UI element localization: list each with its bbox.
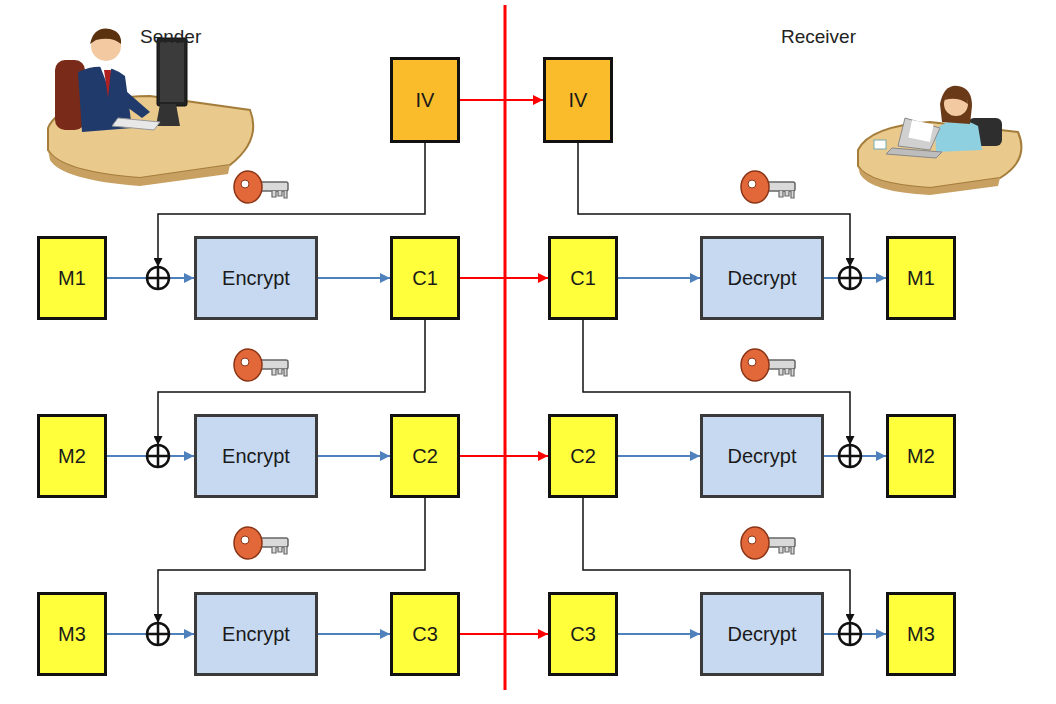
- connector-arrow: [618, 277, 700, 279]
- box-text: C3: [412, 623, 438, 646]
- key-icon: [741, 171, 795, 203]
- data-block: M2: [37, 414, 107, 498]
- box-text: C3: [570, 623, 596, 646]
- key-icon: [234, 349, 288, 381]
- xor-symbol: [839, 623, 861, 645]
- connector-arrow: [460, 99, 543, 101]
- key-icon: [234, 527, 288, 559]
- box-text: Encrypt: [222, 445, 290, 468]
- receiver-figure: [858, 86, 1021, 195]
- connector-arrow: [618, 455, 700, 457]
- cipher-box: Encrypt: [194, 236, 318, 320]
- channel-line: [504, 5, 507, 690]
- connector-arrow: [318, 277, 390, 279]
- xor-symbol: [147, 445, 169, 467]
- box-text: C1: [570, 267, 596, 290]
- box-text: Decrypt: [728, 445, 797, 468]
- data-block: C3: [390, 592, 460, 676]
- cipher-box: Decrypt: [700, 236, 824, 320]
- box-text: IV: [416, 89, 435, 112]
- connector-arrow: [460, 277, 548, 279]
- xor-symbol: [147, 623, 169, 645]
- cipher-box: Encrypt: [194, 414, 318, 498]
- box-text: Encrypt: [222, 623, 290, 646]
- box-text: Encrypt: [222, 267, 290, 290]
- iv-box: IV: [543, 57, 613, 143]
- key-icon: [741, 349, 795, 381]
- box-text: C1: [412, 267, 438, 290]
- data-block: M3: [886, 592, 956, 676]
- party-label: Sender: [140, 26, 201, 48]
- box-text: M2: [58, 445, 86, 468]
- connector-arrow: [318, 455, 390, 457]
- party-label: Receiver: [781, 26, 856, 48]
- connector-arrow: [618, 633, 700, 635]
- box-text: M1: [58, 267, 86, 290]
- xor-symbol: [147, 267, 169, 289]
- iv-box: IV: [390, 57, 460, 143]
- box-text: IV: [569, 89, 588, 112]
- data-block: C1: [390, 236, 460, 320]
- box-text: Decrypt: [728, 623, 797, 646]
- key-icon: [234, 171, 288, 203]
- data-block: M2: [886, 414, 956, 498]
- data-block: M3: [37, 592, 107, 676]
- connector-arrow: [460, 633, 548, 635]
- box-text: M3: [58, 623, 86, 646]
- data-block: C2: [548, 414, 618, 498]
- connector-arrow: [318, 633, 390, 635]
- box-text: C2: [570, 445, 596, 468]
- box-text: M3: [907, 623, 935, 646]
- data-block: C2: [390, 414, 460, 498]
- data-block: C3: [548, 592, 618, 676]
- box-text: C2: [412, 445, 438, 468]
- xor-symbol: [839, 267, 861, 289]
- cipher-box: Encrypt: [194, 592, 318, 676]
- cipher-box: Decrypt: [700, 414, 824, 498]
- box-text: Decrypt: [728, 267, 797, 290]
- cipher-box: Decrypt: [700, 592, 824, 676]
- connector-arrow: [460, 455, 548, 457]
- xor-symbol: [839, 445, 861, 467]
- data-block: M1: [886, 236, 956, 320]
- sender-figure: [48, 29, 253, 186]
- box-text: M1: [907, 267, 935, 290]
- key-icon: [741, 527, 795, 559]
- data-block: C1: [548, 236, 618, 320]
- data-block: M1: [37, 236, 107, 320]
- box-text: M2: [907, 445, 935, 468]
